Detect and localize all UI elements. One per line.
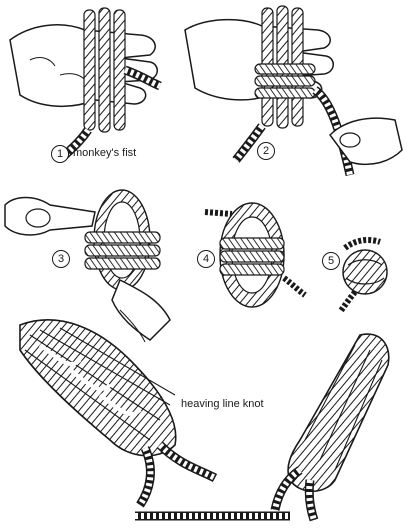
step-3-drawing bbox=[5, 190, 170, 342]
step-number-2: 2 bbox=[263, 146, 269, 157]
step-badge-1: 1 bbox=[51, 145, 69, 163]
heaving-knot-right bbox=[275, 334, 389, 520]
step-2-drawing bbox=[185, 6, 402, 175]
step-badge-5: 5 bbox=[322, 252, 340, 270]
step-number-1: 1 bbox=[57, 149, 63, 160]
step-number-5: 5 bbox=[328, 256, 334, 267]
step-1-caption: monkey's fist bbox=[73, 147, 136, 159]
step-badge-3: 3 bbox=[52, 250, 70, 268]
step-number-3: 3 bbox=[58, 254, 64, 265]
heaving-line-knot-caption: heaving line knot bbox=[181, 398, 264, 410]
step-badge-4: 4 bbox=[197, 250, 215, 268]
step-4-drawing bbox=[205, 203, 305, 307]
step-5-drawing bbox=[340, 240, 387, 312]
heaving-knot-left bbox=[20, 320, 215, 505]
step-1-drawing bbox=[10, 8, 160, 158]
step-number-4: 4 bbox=[203, 254, 209, 265]
step-badge-2: 2 bbox=[257, 142, 275, 160]
